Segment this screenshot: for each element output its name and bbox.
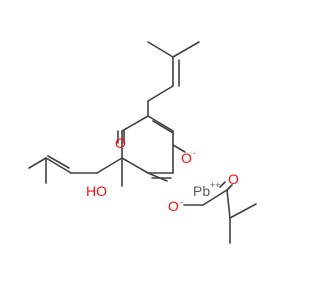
oxide-bottom-charge: - xyxy=(180,197,183,207)
bond xyxy=(172,41,200,58)
bond xyxy=(152,120,174,134)
bond xyxy=(172,144,186,153)
lead-charge: ++ xyxy=(210,180,221,190)
oxide-top-label: O xyxy=(181,150,192,166)
atom-labels: O HO O - O - Pb ++ O xyxy=(86,135,239,214)
acyl-oxygen-label: O xyxy=(228,171,239,187)
oxide-bottom-label: O xyxy=(168,198,179,214)
bond xyxy=(45,157,72,174)
bond xyxy=(147,41,174,58)
bond xyxy=(147,85,174,102)
bond xyxy=(121,157,149,174)
hydroxyl-label: HO xyxy=(86,183,107,199)
bond xyxy=(219,181,226,188)
bond xyxy=(28,157,47,169)
molecule-drawing: O HO O - O - Pb ++ O xyxy=(28,41,257,244)
lead-label: Pb xyxy=(193,183,210,199)
bond xyxy=(121,115,149,132)
bond-skeleton xyxy=(28,41,257,244)
bond xyxy=(226,184,233,191)
structure-canvas: O HO O - O - Pb ++ O xyxy=(28,41,257,244)
oxide-top-charge: - xyxy=(193,148,196,158)
ketone-oxygen-label: O xyxy=(115,135,126,151)
bond xyxy=(202,189,228,206)
bond xyxy=(147,115,174,132)
bond xyxy=(229,203,257,219)
bond xyxy=(226,189,231,219)
bond xyxy=(96,157,123,174)
bond xyxy=(47,155,70,169)
bond xyxy=(147,172,168,182)
